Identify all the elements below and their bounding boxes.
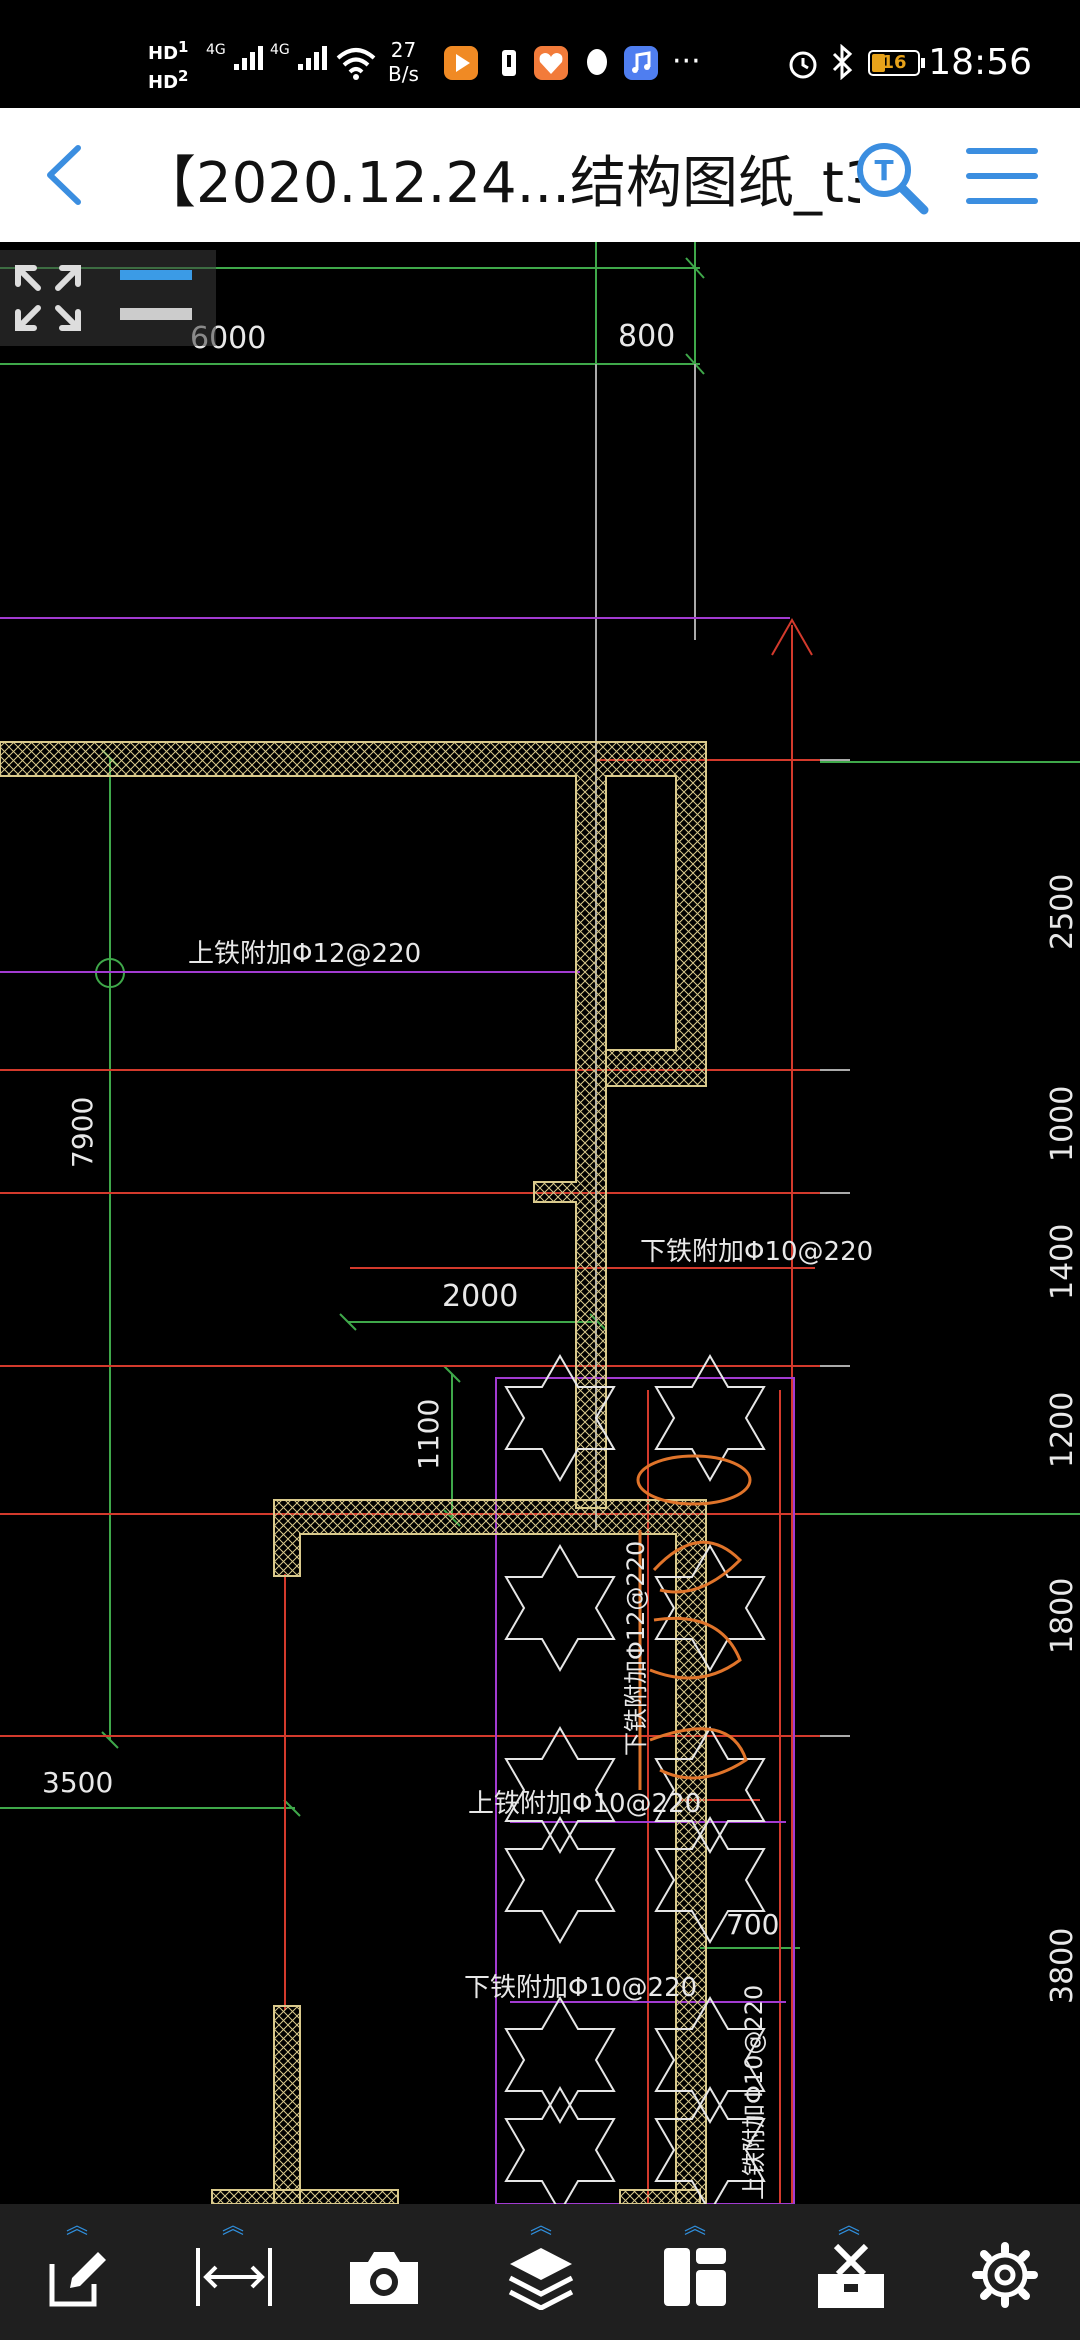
view-mode-bar[interactable] — [120, 308, 192, 320]
cad-drawing-canvas[interactable]: 6000 800 2500 1000 1400 1200 1800 3800 7… — [0, 242, 1080, 2204]
layers-tool[interactable]: ︽ — [466, 2204, 616, 2340]
measure-distance-icon — [196, 2248, 272, 2306]
dim-left-vertical: 7900 — [66, 1097, 99, 1168]
signal-2-icon: 4G — [270, 42, 332, 72]
toolbox-icon — [818, 2244, 884, 2308]
battery-saver-icon — [492, 46, 526, 80]
health-app-icon — [534, 46, 568, 80]
annotate-tool[interactable]: ︽ — [2, 2204, 152, 2340]
dim-right-2: 1000 — [1045, 1086, 1080, 1162]
hd1-label: HD — [148, 43, 179, 64]
video-app-icon — [444, 46, 478, 80]
cad-drawing: 6000 800 2500 1000 1400 1200 1800 3800 7… — [0, 242, 1080, 2204]
bluetooth-icon — [832, 44, 853, 80]
chevron-left-icon[interactable] — [36, 138, 96, 212]
app-header: 【2020.12.24...结构图纸_t3 T — [0, 108, 1080, 242]
bottom-toolbar: ︽ ︽ ︽ ︽ — [0, 2204, 1080, 2340]
view-mode-bar-active[interactable] — [120, 270, 192, 280]
music-app-icon — [624, 46, 658, 80]
more-notifications: ··· — [672, 44, 701, 79]
dim-right-4: 1200 — [1045, 1392, 1080, 1468]
hamburger-menu-icon[interactable] — [962, 144, 1042, 208]
edit-icon — [49, 2252, 106, 2307]
clock: 18:56 — [928, 42, 1032, 83]
measure-tool[interactable]: ︽ — [158, 2204, 308, 2340]
dim-right-6: 3800 — [1045, 1928, 1080, 2004]
camera-icon — [350, 2252, 418, 2304]
dim-mid-horizontal: 2000 — [442, 1279, 518, 1314]
layout-tool[interactable]: ︽ — [620, 2204, 770, 2340]
rebar-note-bottom-vertical: 下铁附加Φ12@220 — [622, 1541, 650, 1756]
layout-icon — [664, 2248, 726, 2306]
qq-icon — [580, 46, 614, 80]
dim-bottom-left: 3500 — [42, 1766, 113, 1799]
text-search-icon[interactable]: T — [852, 138, 932, 218]
dim-mid-vertical: 1100 — [412, 1399, 445, 1470]
screenshot-tool[interactable] — [310, 2204, 460, 2340]
rebar-note-bottom-1: 下铁附加Φ10@220 — [640, 1237, 873, 1267]
dim-right-5: 1800 — [1045, 1578, 1080, 1654]
network-speed: 27 B/s — [388, 38, 419, 86]
rebar-note-top: 上铁附加Φ12@220 — [188, 939, 421, 969]
gear-icon — [972, 2242, 1038, 2308]
layers-icon — [508, 2248, 574, 2310]
tools-tool[interactable]: ︽ — [774, 2204, 924, 2340]
status-bar: HD1 HD2 4G 4G 27 B/s ··· 16 — [0, 0, 1080, 108]
settings-tool[interactable] — [930, 2204, 1080, 2340]
rebar-note-top-2: 上铁附加Φ10@220 — [468, 1789, 701, 1819]
hd-indicators: HD1 HD2 — [148, 38, 189, 93]
hd2-label: HD — [148, 72, 179, 93]
expand-caret-icon: ︽ — [837, 2214, 860, 2239]
signal-1-icon: 4G — [206, 42, 268, 72]
dim-top-right: 800 — [618, 319, 675, 354]
fullscreen-expand-icon[interactable] — [12, 262, 84, 334]
expand-caret-icon: ︽ — [683, 2214, 706, 2239]
battery-icon: 16 — [868, 50, 920, 76]
alarm-icon — [789, 51, 817, 79]
wifi-icon — [336, 48, 376, 80]
dim-right-3: 1400 — [1045, 1224, 1080, 1300]
dim-right-1: 2500 — [1045, 874, 1080, 950]
svg-text:T: T — [874, 154, 893, 187]
expand-caret-icon: ︽ — [65, 2214, 88, 2239]
expand-caret-icon: ︽ — [529, 2214, 552, 2239]
rebar-note-top-vertical: 上铁附加Φ10@220 — [740, 1985, 768, 2200]
document-title: 【2020.12.24...结构图纸_t3 — [140, 151, 860, 216]
dim-bottom-right: 700 — [726, 1908, 779, 1941]
rebar-note-bottom-2: 下铁附加Φ10@220 — [464, 1973, 697, 2003]
view-control-panel — [0, 250, 216, 346]
expand-caret-icon: ︽ — [221, 2214, 244, 2239]
